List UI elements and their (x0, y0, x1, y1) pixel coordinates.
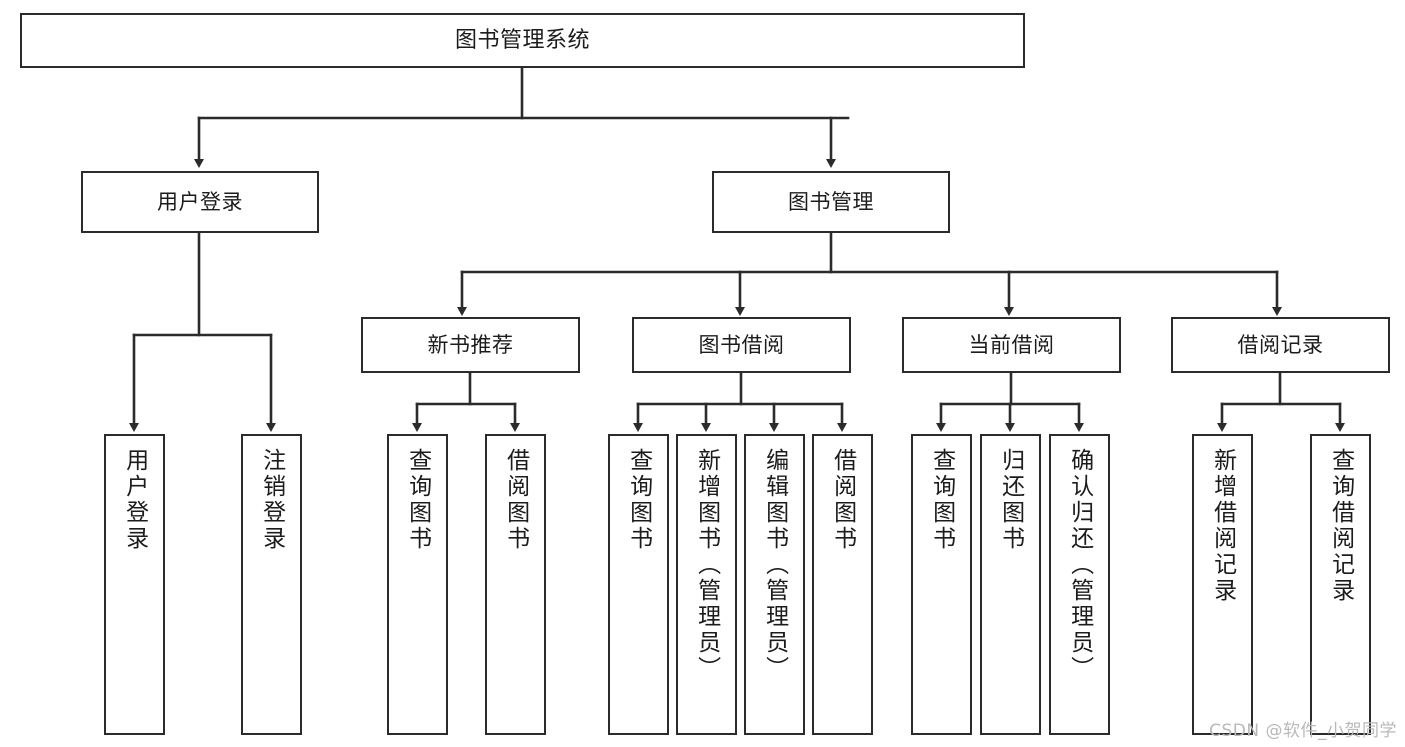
leaf-return-book[interactable]: 归还图书 (980, 434, 1041, 735)
node-book-management[interactable]: 图书管理 (712, 171, 950, 233)
leaf-add-record-label: 新增借阅记录 (1209, 448, 1236, 604)
node-book-management-label: 图书管理 (788, 189, 874, 214)
node-current-borrow-label: 当前借阅 (968, 332, 1055, 357)
leaf-query-book-1[interactable]: 查询图书 (387, 434, 448, 735)
leaf-logout-login[interactable]: 注销登录 (241, 434, 302, 735)
leaf-query-book-1-label: 查询图书 (404, 448, 431, 552)
node-current-borrow[interactable]: 当前借阅 (902, 317, 1121, 373)
node-borrow-record[interactable]: 借阅记录 (1171, 317, 1390, 373)
leaf-query-book-3[interactable]: 查询图书 (911, 434, 972, 735)
leaf-query-record[interactable]: 查询借阅记录 (1310, 434, 1371, 735)
watermark-text: CSDN @软件_小贺同学 (1209, 721, 1397, 741)
node-book-borrow-label: 图书借阅 (698, 332, 785, 357)
leaf-query-book-2[interactable]: 查询图书 (608, 434, 669, 735)
leaf-query-record-label: 查询借阅记录 (1327, 448, 1354, 604)
leaf-borrow-book-1[interactable]: 借阅图书 (485, 434, 546, 735)
node-borrow-record-label: 借阅记录 (1237, 332, 1324, 357)
leaf-add-book-label: 新增图书（管理员） (693, 448, 720, 682)
node-root-label: 图书管理系统 (454, 27, 590, 53)
leaf-borrow-book-1-label: 借阅图书 (502, 448, 529, 552)
node-new-book-recommend-label: 新书推荐 (427, 332, 514, 357)
leaf-borrow-book-2-label: 借阅图书 (829, 448, 856, 552)
leaf-confirm-return[interactable]: 确认归还（管理员） (1049, 434, 1110, 735)
leaf-user-login-label: 用户登录 (121, 448, 148, 552)
leaf-edit-book-label: 编辑图书（管理员） (761, 448, 788, 682)
leaf-add-book[interactable]: 新增图书（管理员） (676, 434, 737, 735)
leaf-query-book-2-label: 查询图书 (625, 448, 652, 552)
leaf-confirm-return-label: 确认归还（管理员） (1066, 448, 1093, 682)
leaf-edit-book[interactable]: 编辑图书（管理员） (744, 434, 805, 735)
node-root[interactable]: 图书管理系统 (20, 13, 1025, 68)
leaf-return-book-label: 归还图书 (997, 448, 1024, 552)
leaf-add-record[interactable]: 新增借阅记录 (1192, 434, 1253, 735)
leaf-logout-login-label: 注销登录 (258, 448, 285, 552)
node-book-borrow[interactable]: 图书借阅 (632, 317, 851, 373)
node-user-login[interactable]: 用户登录 (81, 171, 319, 233)
leaf-query-book-3-label: 查询图书 (928, 448, 955, 552)
node-user-login-label: 用户登录 (157, 189, 243, 214)
node-new-book-recommend[interactable]: 新书推荐 (361, 317, 580, 373)
leaf-borrow-book-2[interactable]: 借阅图书 (812, 434, 873, 735)
leaf-user-login[interactable]: 用户登录 (104, 434, 165, 735)
